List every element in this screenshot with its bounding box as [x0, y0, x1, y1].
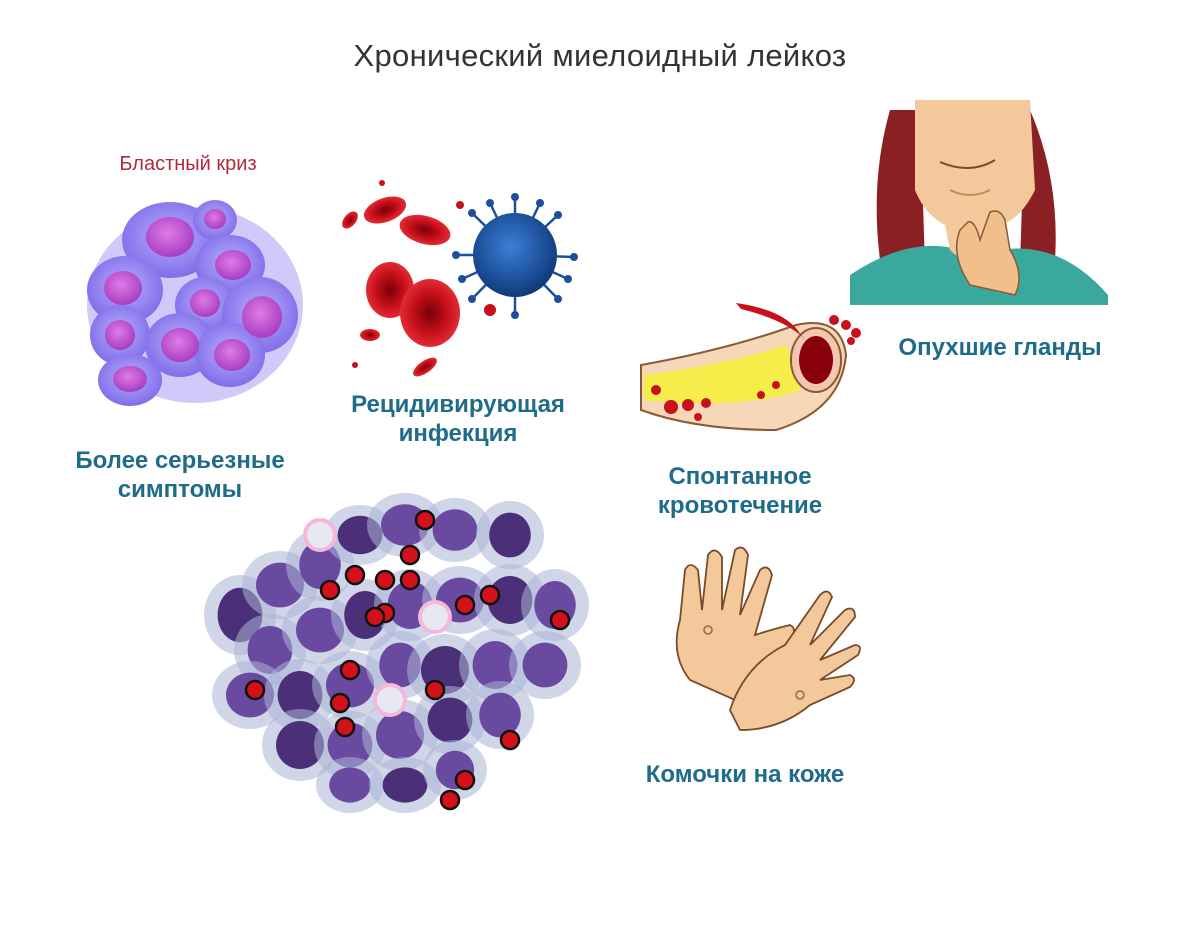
- cell-nucleus: [479, 692, 521, 738]
- red-blood-cell-dot: [414, 509, 436, 531]
- red-blood-cell-dot: [339, 659, 361, 681]
- cell-nucleus: [432, 509, 478, 551]
- page-title: Хронический миелоидный лейкоз: [353, 38, 847, 73]
- red-blood-cell-dot: [454, 769, 476, 791]
- white-cell: [373, 683, 407, 717]
- cell-nucleus: [427, 697, 473, 743]
- red-blood-cell-dot: [479, 584, 501, 606]
- severe-symptoms-text: Более серьезные симптомы: [75, 447, 285, 503]
- red-blood-cells: [342, 180, 496, 377]
- red-blood-cell-dot: [454, 594, 476, 616]
- recurrent-infection-text: Рецидивирующая инфекция: [351, 391, 565, 447]
- cell-nucleus: [276, 721, 324, 769]
- red-blood-cell-dot: [399, 569, 421, 591]
- skin-lumps-label: Комочки на коже: [645, 761, 845, 788]
- blast-cell-group: [87, 200, 303, 406]
- cell-nucleus: [277, 671, 323, 719]
- spontaneous-bleeding-label: Спонтанное кровотечение: [620, 462, 860, 520]
- cell-nucleus: [299, 541, 341, 589]
- swollen-glands-illustration: [850, 100, 1110, 305]
- white-cell: [303, 518, 337, 552]
- hand-icon: [955, 210, 1020, 296]
- right-hand: [729, 590, 861, 731]
- red-blood-cell-dot: [244, 679, 266, 701]
- red-blood-cell-dot: [374, 569, 396, 591]
- red-blood-cell-dot: [499, 729, 521, 751]
- red-blood-cell-dot: [399, 544, 421, 566]
- swollen-glands-label: Опухшие гланды: [898, 334, 1102, 361]
- cell-nucleus: [489, 512, 531, 558]
- recurrent-infection-label: Рецидивирующая инфекция: [328, 390, 588, 448]
- red-blood-cell-dot: [319, 579, 341, 601]
- spontaneous-bleeding-text: Спонтанное кровотечение: [657, 463, 823, 519]
- red-blood-cell-dot: [549, 609, 571, 631]
- red-blood-cell-dot: [344, 564, 366, 586]
- severe-symptoms-label: Более серьезные симптомы: [50, 446, 310, 504]
- cell-nucleus: [329, 767, 371, 803]
- blast-cells-illustration: [75, 195, 310, 410]
- red-blood-cell-dot: [424, 679, 446, 701]
- cell-nucleus: [376, 711, 424, 759]
- cell-nucleus: [472, 641, 518, 689]
- bone-marrow-smear-illustration: [204, 493, 600, 813]
- blood-virus-illustration: [330, 175, 580, 380]
- blast-crisis-label: Бластный криз: [119, 153, 257, 175]
- cell-nucleus: [522, 642, 568, 688]
- virus-icon: [452, 193, 578, 319]
- blood-drops: [651, 303, 861, 421]
- red-blood-cell-dot: [364, 606, 386, 628]
- cell-nucleus: [382, 767, 428, 803]
- red-blood-cell-dot: [329, 692, 351, 714]
- skin-lump-icon: [703, 625, 805, 700]
- hands-lumps-illustration: [660, 535, 870, 735]
- red-blood-cell-dot: [439, 789, 461, 811]
- white-cell: [418, 600, 452, 634]
- red-blood-cell-dot: [334, 716, 356, 738]
- bleeding-vessel-illustration: [636, 295, 870, 440]
- cell-nucleus: [487, 576, 533, 624]
